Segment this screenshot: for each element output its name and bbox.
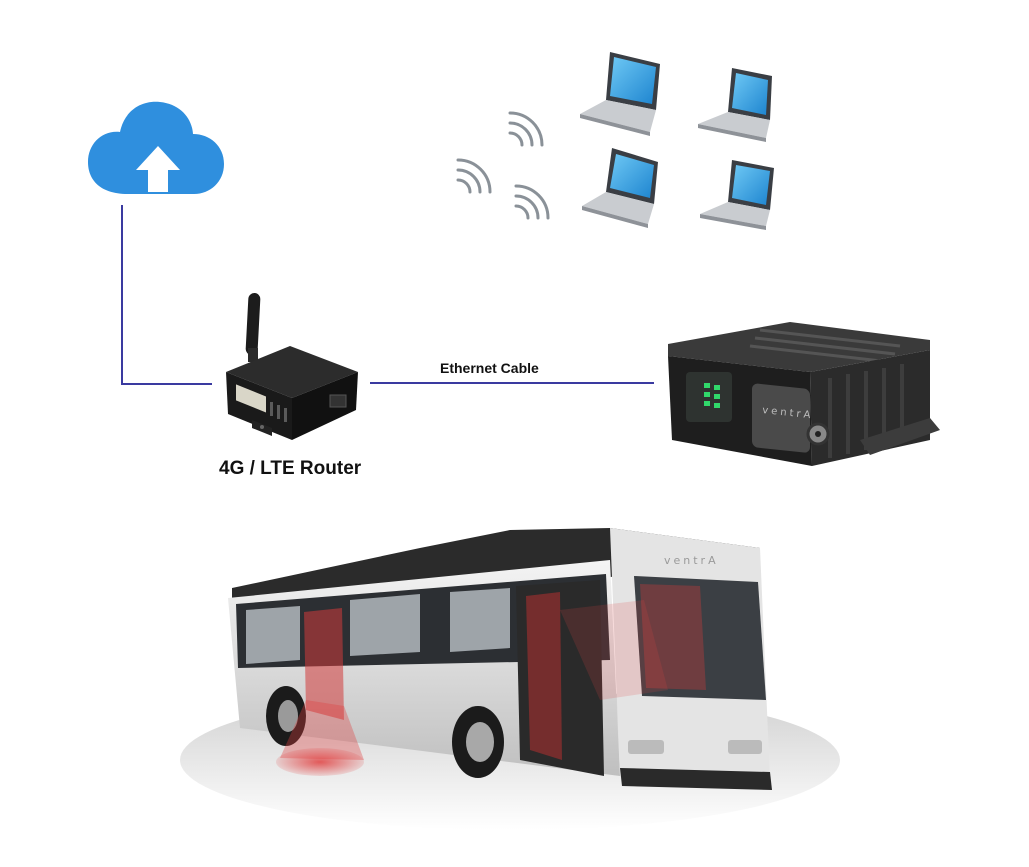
router-label: 4G / LTE Router	[219, 458, 362, 479]
wifi-signal-left	[456, 158, 492, 194]
connection-lines	[121, 205, 654, 385]
laptop-icon-3	[582, 148, 658, 228]
wifi-signal-bottom	[514, 184, 550, 220]
bus-windshield	[634, 576, 766, 700]
wifi-signal-icon	[456, 111, 550, 220]
laptop-icon-2	[698, 68, 772, 142]
laptop-icon-1	[580, 52, 660, 136]
cloud-to-router-line	[121, 205, 212, 385]
bus-brand-logo: ventrA	[664, 554, 719, 567]
door-sensor-beam	[280, 700, 364, 760]
mobile-dvr-icon: ventrA	[668, 322, 940, 466]
router-antenna	[245, 293, 261, 355]
ethernet-cable-label: Ethernet Cable	[440, 360, 539, 376]
dvr-front-panel	[752, 383, 810, 453]
bus-icon: ventrA	[180, 528, 840, 830]
wifi-signal-top	[508, 111, 544, 147]
bus-wheel-front	[452, 706, 504, 778]
bus-wheel-rear	[266, 686, 306, 746]
cloud-upload-icon	[88, 101, 224, 194]
bus-front-door-glow	[304, 608, 344, 720]
dvr-brand-logo: ventrA	[762, 405, 814, 421]
dvr-led-indicators	[704, 383, 720, 408]
lte-router-icon	[226, 293, 358, 440]
door-sensor-spot	[276, 748, 364, 776]
windshield-sensor-beam	[560, 600, 668, 700]
laptop-icon-4	[700, 160, 774, 230]
